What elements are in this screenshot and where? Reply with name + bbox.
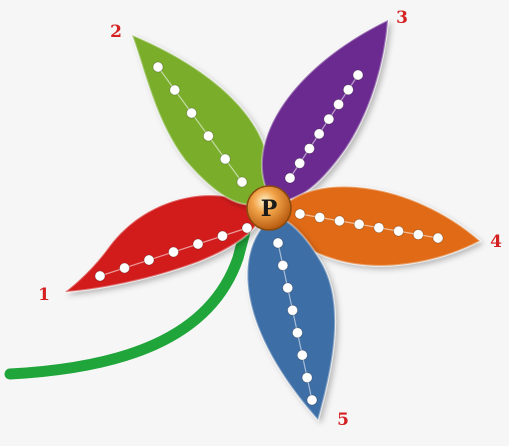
petal-5-dot bbox=[273, 238, 283, 248]
petal-3-dot bbox=[334, 99, 344, 109]
petal-5-dot bbox=[278, 260, 288, 270]
petal-3-dot bbox=[324, 114, 334, 124]
petal-4-dot bbox=[295, 209, 305, 219]
center-label: P bbox=[261, 196, 278, 222]
petal-2-shape bbox=[132, 35, 269, 205]
petal-3-dot bbox=[343, 85, 353, 95]
petal-3-dot bbox=[295, 158, 305, 168]
petal-4-dot bbox=[334, 216, 344, 226]
petal-4-dot bbox=[433, 233, 443, 243]
petal-5-dot bbox=[283, 283, 293, 293]
petal-1-dot bbox=[193, 239, 203, 249]
petal-3-shape bbox=[262, 20, 388, 201]
petal-2-dot bbox=[187, 108, 197, 118]
petal-1-dot bbox=[120, 263, 130, 273]
petal-3-number: 3 bbox=[396, 8, 408, 28]
petal-1-dot bbox=[242, 223, 252, 233]
petal-2-dot bbox=[170, 85, 180, 95]
petal-2-dot bbox=[203, 131, 213, 141]
petal-4-dot bbox=[394, 226, 404, 236]
petal-5-dot bbox=[297, 350, 307, 360]
petal-3-dot bbox=[285, 173, 295, 183]
petal-5-dot bbox=[307, 395, 317, 405]
petal-4-dot bbox=[413, 230, 423, 240]
petal-3-dot bbox=[353, 70, 363, 80]
petal-1-dot bbox=[169, 247, 179, 257]
petal-4-number: 4 bbox=[490, 232, 502, 252]
petal-3-dot bbox=[304, 144, 314, 154]
petal-1-dot bbox=[95, 271, 105, 281]
petal-2-dot bbox=[153, 62, 163, 72]
petal-3-dot bbox=[314, 129, 324, 139]
petal-1-dot bbox=[218, 231, 228, 241]
petal-5-dot bbox=[288, 305, 298, 315]
petal-1-dot bbox=[144, 255, 154, 265]
petal-1-number: 1 bbox=[38, 285, 50, 305]
petal-3 bbox=[262, 20, 388, 201]
petal-4-dot bbox=[354, 219, 364, 229]
petal-5-dot bbox=[302, 373, 312, 383]
petal-2-dot bbox=[237, 177, 247, 187]
center-node: P bbox=[247, 186, 291, 230]
petal-2 bbox=[132, 35, 269, 205]
petal-2-number: 2 bbox=[110, 22, 122, 42]
petal-2-dot bbox=[220, 154, 230, 164]
petal-4-dot bbox=[315, 212, 325, 222]
petal-4-dot bbox=[374, 223, 384, 233]
petal-5-dot bbox=[292, 328, 302, 338]
petal-5-number: 5 bbox=[337, 410, 349, 430]
